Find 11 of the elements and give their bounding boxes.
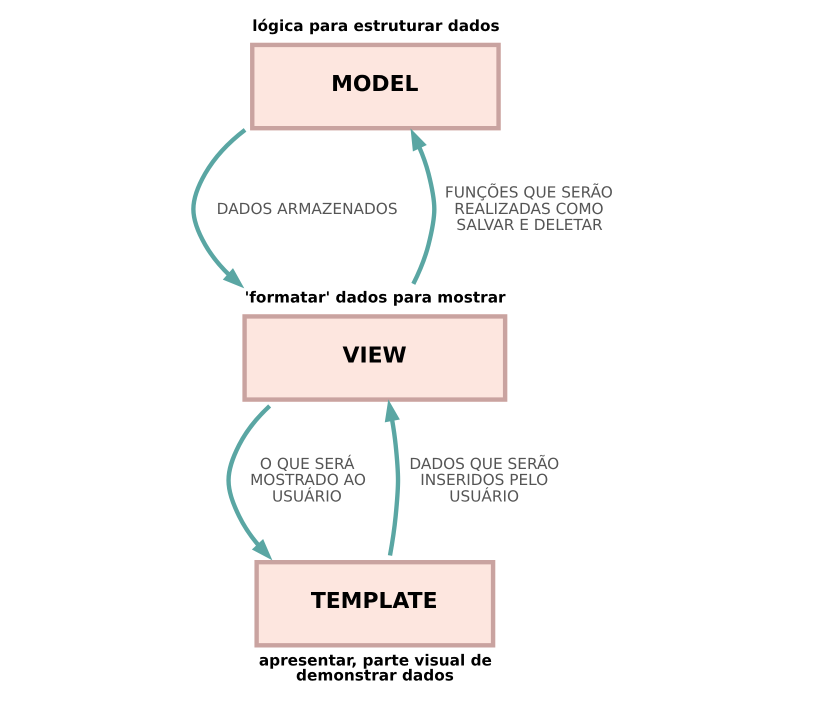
edge-label: DADOS QUE SERÃO INSERIDOS PELO USUÁRIO: [409, 454, 560, 506]
arrow: [226, 404, 272, 560]
edge-label: O QUE SERÁ MOSTRADO AO USUÁRIO: [250, 454, 366, 506]
edge-label: DADOS ARMAZENADOS: [216, 200, 398, 218]
node-label: lógica para estruturar dados: [252, 16, 500, 35]
arrow: [191, 128, 246, 288]
node-label: 'formatar' dados para mostrar: [244, 288, 506, 306]
edge-label: FUNÇÕES QUE SERÃO REALIZADAS COMO SALVAR E DELETAR: [444, 183, 613, 234]
node-label: apresentar, parte visual de demonstrar dados: [258, 651, 492, 685]
arrow: [384, 399, 400, 556]
arrow: [410, 128, 436, 285]
